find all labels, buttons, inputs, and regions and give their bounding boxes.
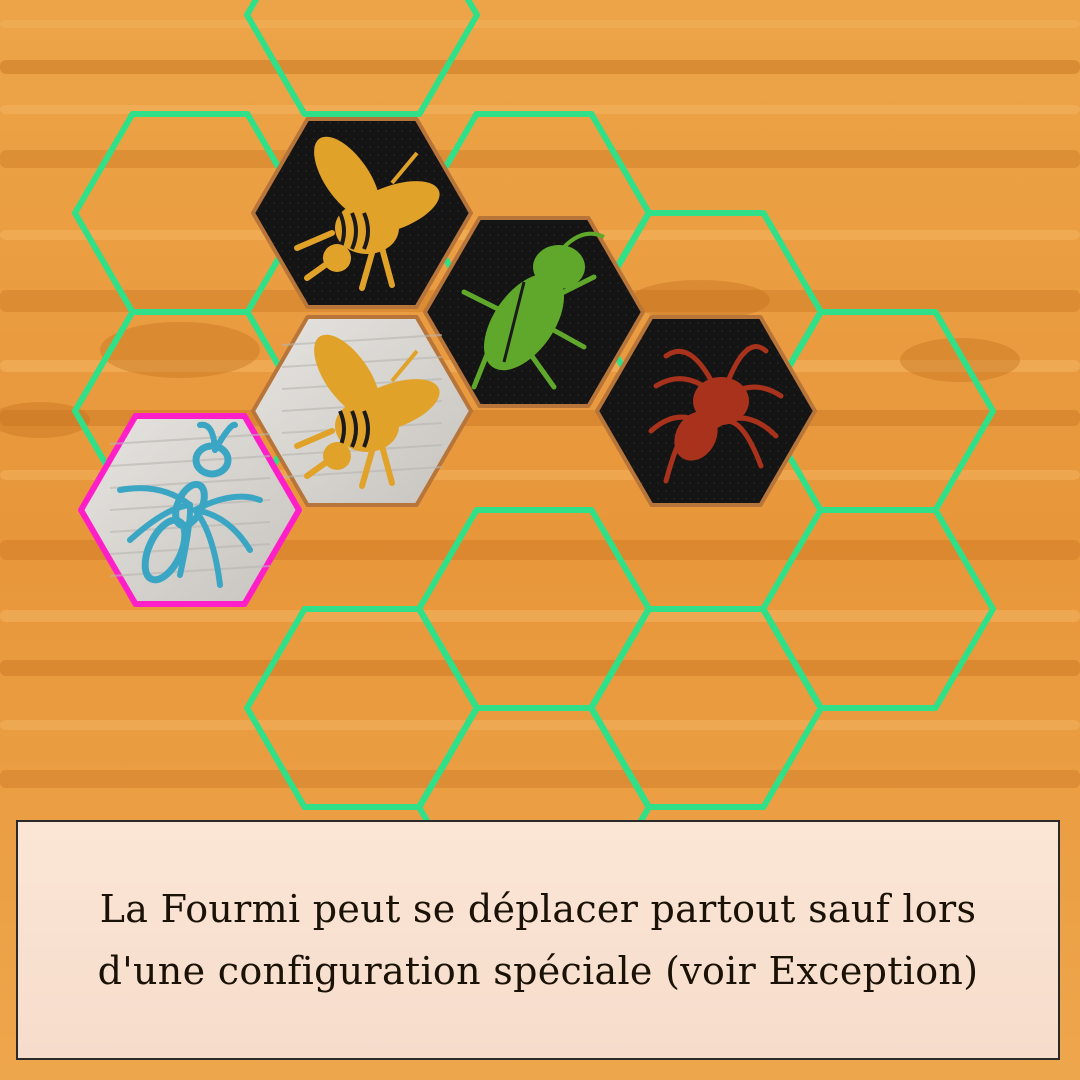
tile-texture xyxy=(109,455,271,467)
wood-streak xyxy=(0,660,1080,676)
ant-icon xyxy=(117,421,263,588)
wood-streak xyxy=(0,105,1080,114)
wood-knot xyxy=(100,322,260,378)
bee-icon xyxy=(294,136,440,291)
piece-white-ant[interactable] xyxy=(78,413,302,607)
piece-black-spider[interactable] xyxy=(595,315,817,507)
wood-streak xyxy=(0,720,1080,730)
piece-white-bee[interactable] xyxy=(251,315,473,507)
wood-streak xyxy=(0,20,1080,28)
tile-texture xyxy=(109,543,271,555)
wood-streak xyxy=(0,770,1080,788)
possible-move-hex[interactable] xyxy=(244,0,480,117)
wood-knot xyxy=(0,402,90,438)
caption-box: La Fourmi peut se déplacer partout sauf … xyxy=(16,820,1060,1060)
caption-text: La Fourmi peut se déplacer partout sauf … xyxy=(97,887,979,993)
tile-texture xyxy=(109,565,271,577)
wood-streak xyxy=(0,150,1080,168)
pieces-layer xyxy=(78,117,817,607)
tile-texture xyxy=(109,433,271,445)
piece-black-beetle[interactable] xyxy=(423,216,645,408)
piece-black-bee[interactable] xyxy=(251,117,473,309)
tile-texture xyxy=(281,334,443,346)
beetle-icon xyxy=(461,231,605,390)
wood-streak xyxy=(0,60,1080,74)
wood-knot xyxy=(630,280,770,320)
bee-icon xyxy=(294,334,440,489)
wood-streak xyxy=(0,610,1080,622)
spider-icon xyxy=(648,344,784,484)
